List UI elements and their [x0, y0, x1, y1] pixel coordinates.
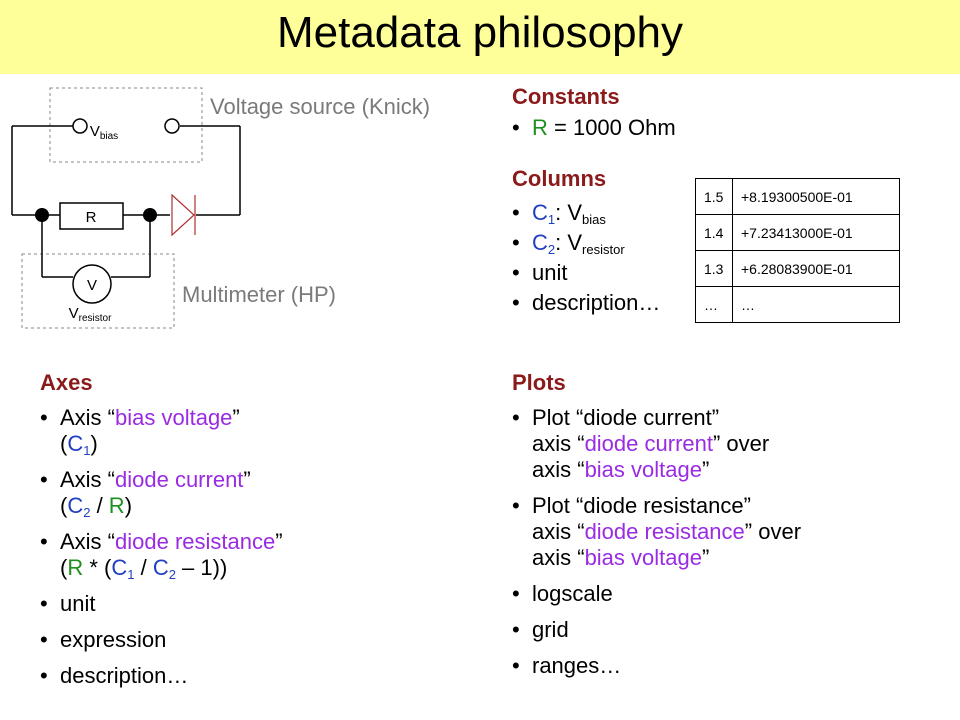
axis-item-diode-current: Axis “diode current” (C2 / R) — [40, 467, 283, 519]
circuit-diagram: R V Vbias Vresistor — [11, 87, 241, 329]
voltage-source-box — [49, 87, 203, 163]
table-row: 1.5+8.19300500E-01 — [695, 178, 900, 215]
axes-heading: Axes — [40, 370, 93, 395]
data-table: 1.5+8.19300500E-01 1.4+7.23413000E-01 1.… — [695, 178, 900, 323]
constants-list: R = 1000 Ohm — [512, 115, 676, 151]
table-row: 1.4+7.23413000E-01 — [695, 214, 900, 251]
columns-heading: Columns — [512, 166, 607, 191]
table-cell: +7.23413000E-01 — [732, 214, 900, 251]
plots-heading: Plots — [512, 370, 566, 395]
column-item-c1: C1: Vbias — [512, 200, 660, 226]
junction-right-icon — [143, 208, 157, 222]
plot-item-diode-current: Plot “diode current” axis “diode current… — [512, 405, 801, 483]
table-row: …… — [695, 286, 900, 323]
axis-item-expression: expression — [40, 627, 283, 653]
title-bar — [0, 0, 960, 74]
page-title: Metadata philosophy — [276, 8, 684, 57]
voltmeter-icon — [72, 264, 112, 304]
table-cell: 1.4 — [695, 214, 733, 251]
constant-item: R = 1000 Ohm — [512, 115, 676, 141]
plot-item-grid: grid — [512, 617, 801, 643]
plot-item-logscale: logscale — [512, 581, 801, 607]
v-resistor-label: Vresistor — [69, 305, 112, 324]
resistor-icon — [59, 202, 124, 230]
terminal-right-icon — [164, 118, 180, 134]
table-row: 1.3+6.28083900E-01 — [695, 250, 900, 287]
multimeter-box — [21, 253, 175, 329]
diode-icon — [171, 193, 196, 237]
axis-item-unit: unit — [40, 591, 283, 617]
column-item-description: description… — [512, 290, 660, 316]
resistor-label: R — [86, 209, 97, 226]
v-bias-label: Vbias — [90, 123, 118, 142]
junction-left-icon — [35, 208, 49, 222]
table-cell: +6.28083900E-01 — [732, 250, 900, 287]
table-cell: 1.5 — [695, 178, 733, 215]
table-cell: 1.3 — [695, 250, 733, 287]
axis-item-bias-voltage: Axis “bias voltage” (C1) — [40, 405, 283, 457]
table-cell: +8.19300500E-01 — [732, 178, 900, 215]
plots-list: Plot “diode current” axis “diode current… — [512, 405, 801, 689]
terminal-left-icon — [72, 118, 88, 134]
plot-item-diode-resistance: Plot “diode resistance” axis “diode resi… — [512, 493, 801, 571]
column-item-c2: C2: Vresistor — [512, 230, 660, 256]
axes-list: Axis “bias voltage” (C1) Axis “diode cur… — [40, 405, 283, 699]
voltmeter-label: V — [87, 277, 97, 294]
multimeter-label: Multimeter (HP) — [182, 282, 337, 307]
plot-item-ranges: ranges… — [512, 653, 801, 679]
table-cell: … — [732, 286, 900, 323]
voltage-source-label: Voltage source (Knick) — [210, 94, 431, 119]
column-item-unit: unit — [512, 260, 660, 286]
axis-item-description: description… — [40, 663, 283, 689]
table-cell: … — [695, 286, 733, 323]
columns-list: C1: Vbias C2: Vresistor unit description… — [512, 200, 660, 320]
constants-heading: Constants — [512, 84, 620, 109]
axis-item-diode-resistance: Axis “diode resistance” (R * (C1 / C2 – … — [40, 529, 283, 581]
